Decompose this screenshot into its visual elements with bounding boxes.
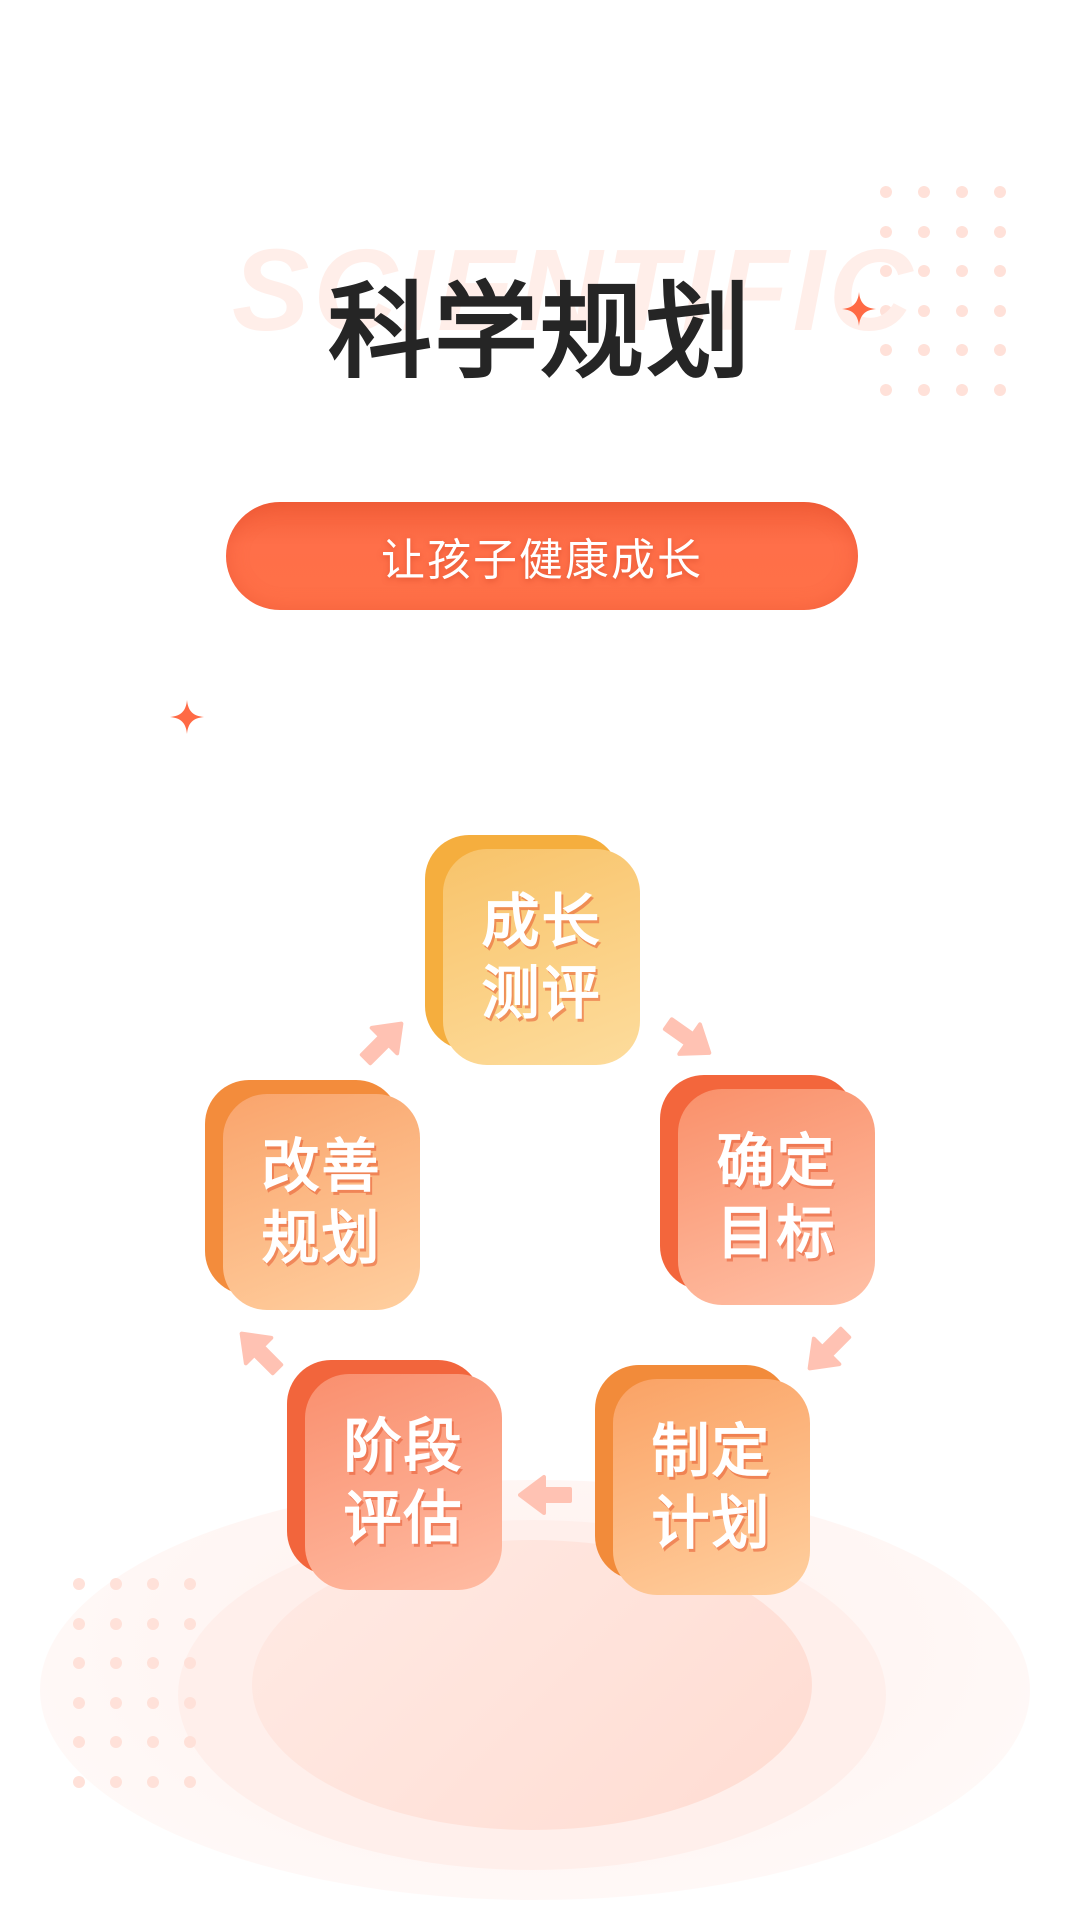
tile-label-line2: 评估 [343,1484,464,1552]
dot [994,304,1006,317]
dot [73,1617,85,1630]
dot [880,265,892,277]
sparkle-icon [170,700,204,734]
dot [147,1578,159,1590]
step-tile-make-plan[interactable]: 制定 计划 [595,1365,810,1595]
arrow-right-icon [359,1021,404,1066]
dot [994,265,1006,277]
subtitle-pill-button[interactable]: 让孩子健康成长 [226,502,858,610]
page-title: 科学规划 [327,271,752,393]
dot [994,225,1006,238]
tile-front-face: 阶段 评估 [305,1374,502,1590]
dot [880,383,892,396]
tile-label-line2: 测评 [481,959,602,1027]
dot [880,186,892,198]
step-tile-stage-evaluation[interactable]: 阶段 评估 [287,1360,502,1590]
dot [994,344,1006,356]
tile-front-face: 成长 测评 [443,849,640,1065]
dot [147,1775,159,1788]
dot [918,304,930,317]
tile-label-line1: 成长 [481,886,602,955]
sparkle-icon [842,292,876,326]
tile-label-line1: 改善 [261,1131,382,1200]
dot [184,1775,196,1788]
arrow-right-icon [239,1331,284,1376]
dot [956,186,968,198]
dot [147,1617,159,1630]
dot [956,344,968,356]
dot [73,1775,85,1788]
dot [918,225,930,238]
dot [918,383,930,396]
tile-label-line1: 确定 [716,1126,837,1195]
dot [918,265,930,277]
tile-label-line2: 规划 [261,1204,382,1272]
dot [110,1617,122,1630]
dot [956,265,968,277]
dot [956,304,968,317]
dot [956,225,968,238]
dot [918,186,930,198]
arrow-right-icon [807,1326,852,1371]
dot [147,1736,159,1748]
tile-label-line2: 目标 [716,1199,837,1267]
dot [184,1657,196,1669]
dot [994,186,1006,198]
dot [184,1617,196,1630]
dot [110,1775,122,1788]
tile-front-face: 确定 目标 [678,1089,875,1305]
tile-label-line2: 计划 [651,1489,772,1557]
tile-label-line1: 制定 [651,1416,772,1485]
dot [184,1736,196,1748]
step-tile-set-goal[interactable]: 确定 目标 [660,1075,875,1305]
tile-front-face: 制定 计划 [613,1379,810,1595]
dot [73,1578,85,1590]
arrow-right-icon [518,1475,572,1515]
arrow-right-icon [662,1017,712,1056]
dot [110,1736,122,1748]
subtitle-pill-label: 让孩子健康成长 [381,535,703,586]
tile-label-line1: 阶段 [343,1411,464,1480]
dot [994,383,1006,396]
watermark-text: SCIENTIFIC [232,225,917,355]
dot [110,1696,122,1709]
dot [73,1657,85,1669]
tile-front-face: 改善 规划 [223,1094,420,1310]
dot [880,344,892,356]
dot [73,1736,85,1748]
dot [956,383,968,396]
dot-grid-top-right [880,186,1032,423]
dot [880,304,892,317]
dot-grid-bottom-left [73,1578,221,1815]
dot [110,1578,122,1590]
dot [147,1657,159,1669]
dot [918,344,930,356]
step-tile-growth-assessment[interactable]: 成长 测评 [425,835,640,1065]
dot [147,1696,159,1709]
dot [184,1696,196,1709]
dot [110,1657,122,1669]
dot [184,1578,196,1590]
dot [880,225,892,238]
dot [73,1696,85,1709]
step-tile-improve-plan[interactable]: 改善 规划 [205,1080,420,1310]
